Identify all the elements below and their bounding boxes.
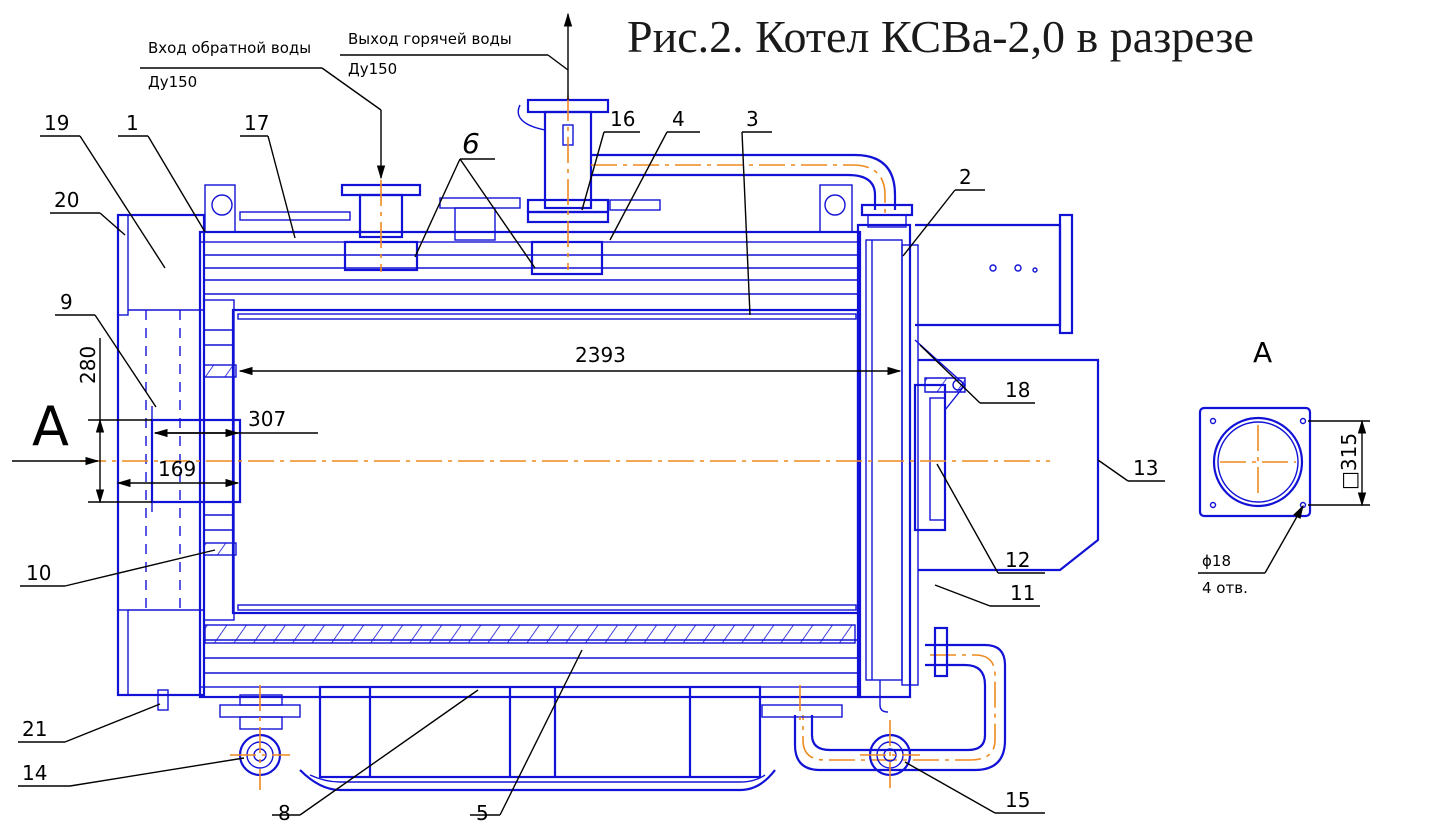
flue-outlet xyxy=(915,213,1074,335)
flow-arrows xyxy=(12,12,573,466)
callouts: 1 2 3 4 5 6 8 9 10 11 12 13 14 15 16 17 … xyxy=(22,107,1158,825)
front-casing xyxy=(116,213,206,697)
callout-4: 4 xyxy=(672,107,685,131)
view-a: А □315 ϕ18 4 отв. xyxy=(1198,336,1370,597)
outlet-label: Выход горячей воды xyxy=(348,30,512,48)
callout-13: 13 xyxy=(1133,456,1158,480)
return-pipe xyxy=(793,626,1007,772)
callout-8: 8 xyxy=(278,801,291,822)
port-labels: Вход обратной воды Ду150 Выход горячей в… xyxy=(140,30,569,111)
dim-280: 280 xyxy=(76,346,100,384)
rear-wall xyxy=(901,244,919,686)
callout-15: 15 xyxy=(1005,788,1030,812)
callout-19: 19 xyxy=(44,111,69,135)
callout-5: 5 xyxy=(476,801,489,822)
callout-1: 1 xyxy=(126,111,139,135)
view-a-bore xyxy=(1212,416,1304,508)
dim-169: 169 xyxy=(158,457,196,481)
callout-20: 20 xyxy=(54,188,79,212)
dim-2393: 2393 xyxy=(575,343,626,367)
callout-10: 10 xyxy=(26,561,51,585)
outlet-collector xyxy=(530,240,604,276)
view-a-flange xyxy=(1198,406,1312,518)
callout-2: 2 xyxy=(959,165,972,189)
section-mark-a: А xyxy=(32,395,69,458)
inlet-size: Ду150 xyxy=(148,73,197,91)
callout-6: 6 xyxy=(462,127,480,160)
callout-18: 18 xyxy=(1005,378,1030,402)
view-a-square-dim: □315 xyxy=(1337,433,1361,490)
view-a-hole-dia: ϕ18 xyxy=(1202,552,1231,570)
boiler-body xyxy=(116,213,919,699)
hot-water-pipe xyxy=(591,153,914,228)
axis-lines xyxy=(80,95,1050,790)
callout-leaders xyxy=(18,131,1165,816)
shell-top-wall xyxy=(199,231,861,243)
front-insulation-bottom xyxy=(117,609,129,696)
callout-21: 21 xyxy=(22,717,47,741)
callout-16: 16 xyxy=(610,107,635,131)
dimensions: 2393 307 169 280 А xyxy=(32,338,902,504)
callout-9: 9 xyxy=(60,290,73,314)
front-insulation-top xyxy=(117,214,129,316)
inlet-label: Вход обратной воды xyxy=(148,39,311,57)
burner-housing xyxy=(913,339,1100,572)
callout-17: 17 xyxy=(244,111,269,135)
callout-11: 11 xyxy=(1010,581,1035,605)
callout-14: 14 xyxy=(22,761,47,785)
outlet-size: Ду150 xyxy=(348,60,397,78)
dim-307: 307 xyxy=(248,407,286,431)
view-a-letter: А xyxy=(1253,336,1272,369)
figure-title: Рис.2. Котел КСВа-2,0 в разрезе xyxy=(627,11,1254,62)
lower-hatched-channel xyxy=(204,624,856,644)
callout-3: 3 xyxy=(746,107,759,131)
callout-12: 12 xyxy=(1005,548,1030,572)
boiler-stand xyxy=(157,680,912,792)
view-a-holes: 4 отв. xyxy=(1202,579,1248,597)
